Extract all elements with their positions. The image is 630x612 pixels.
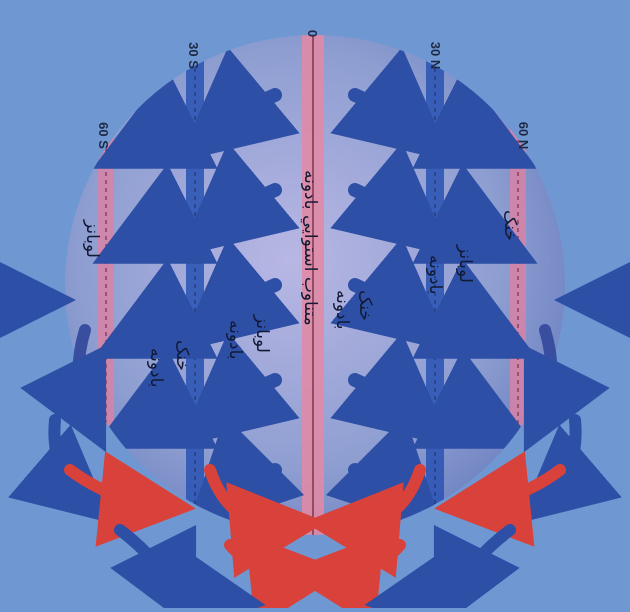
label-north-cold: خنک: [500, 210, 518, 241]
band-60n: [510, 20, 526, 560]
label-eq-main: متناوب استوايي بادونه: [300, 170, 318, 326]
band-60s: [98, 20, 114, 560]
label-eq-left: خنک: [355, 290, 373, 321]
label-eq-right: لوبانز: [252, 315, 270, 353]
label-north-wind-note: بادونه: [425, 255, 443, 295]
label-south-wind: لوبانز: [82, 220, 100, 258]
label-eq-right-note: بادونه: [225, 320, 243, 360]
label-south-cold-note: بادونه: [146, 348, 164, 388]
lat-label-60n: 60 N: [516, 122, 531, 149]
lat-label-30n: 30 N: [428, 42, 443, 69]
label-north-wind: لوبانز: [455, 245, 473, 283]
lat-label-30s: 30 S: [186, 42, 201, 69]
lat-label-60s: 60 S: [96, 122, 111, 149]
label-south-cold: خنک: [172, 340, 190, 371]
lat-label-0: 0: [305, 30, 320, 37]
label-eq-left-note: بادونه: [332, 290, 350, 330]
